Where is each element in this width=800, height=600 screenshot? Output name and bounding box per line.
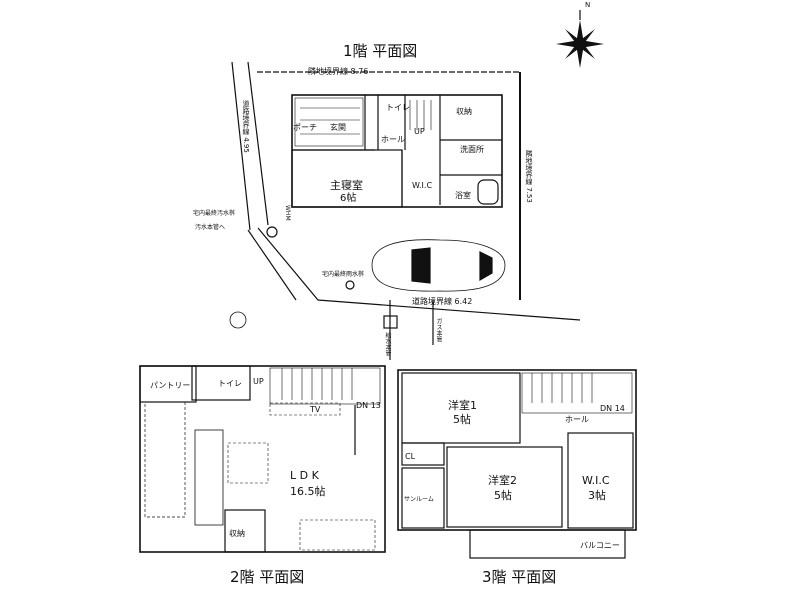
room-closet: CL [405, 452, 416, 461]
room-wic: W.I.C [412, 181, 433, 190]
floor1-title: 1階 平面図 [343, 42, 418, 60]
room-wic-3f: W.I.C [582, 474, 610, 487]
room-toilet: トイレ [386, 103, 410, 112]
boundary-west: 道路境界線 4.95 [242, 100, 250, 153]
room-western1-size: 5帖 [453, 413, 471, 426]
boundary-east: 隣地境界線 7.53 [525, 150, 533, 203]
road-west [247, 61, 269, 226]
floor2-outline [139, 365, 386, 553]
room-hall-3f: ホール [565, 415, 589, 424]
room-western1: 洋室1 [448, 399, 477, 412]
room-wic-3f-size: 3帖 [588, 489, 606, 502]
stairs-up: UP [414, 127, 425, 136]
whm-label: WHM [284, 205, 291, 221]
boundary-south: 道路境界線 6.42 [412, 297, 473, 306]
stairs-down-3f: DN 14 [600, 404, 625, 413]
bathtub [477, 179, 499, 205]
room-storage-2f: 収納 [229, 529, 245, 538]
floor3-outline [397, 369, 637, 559]
room-washroom: 洗面所 [460, 145, 484, 154]
boundary-north: 隣地境界線 8.76 [308, 67, 369, 76]
compass-icon [556, 20, 604, 68]
room-master-bedroom-size: 6帖 [340, 193, 357, 204]
road-south [257, 227, 581, 321]
room-porch: ポーチ [293, 123, 317, 132]
water-main-label: 給水本管 [384, 332, 391, 356]
room-storage: 収納 [456, 107, 472, 116]
gas-main-label: ガス本管 [435, 318, 442, 342]
room-pantry: パントリー [150, 381, 191, 390]
room-western2-size: 5帖 [494, 489, 512, 502]
stairs-up-2f: UP [253, 377, 264, 386]
room-bathroom: 浴室 [455, 191, 471, 200]
stairs-down-2f: DN 13 [356, 401, 381, 410]
room-entrance: 玄関 [330, 123, 346, 132]
floor2-title: 2階 平面図 [230, 568, 305, 586]
room-western2: 洋室2 [488, 474, 517, 487]
room-master-bedroom: 主寝室 [330, 179, 363, 192]
room-balcony: バルコニー [580, 541, 620, 550]
floor3-title: 3階 平面図 [482, 568, 557, 586]
room-ldk-size: 16.5帖 [290, 485, 326, 498]
compass-north-label: N [585, 1, 591, 9]
car-icon [371, 239, 506, 292]
tv-label: TV [310, 405, 321, 414]
room-ldk: L D K [290, 469, 319, 482]
room-sunroom: サンルーム [404, 496, 434, 503]
rain-box-label: 宅内最終雨水桝 [322, 271, 365, 278]
sewage-box-label: 宅内最終汚水桝 [193, 210, 236, 217]
room-toilet-2f: トイレ [218, 379, 242, 388]
room-hall: ホール [381, 135, 405, 144]
sewage-main-label: 汚水本管へ [195, 224, 226, 231]
north-marker [229, 311, 247, 329]
